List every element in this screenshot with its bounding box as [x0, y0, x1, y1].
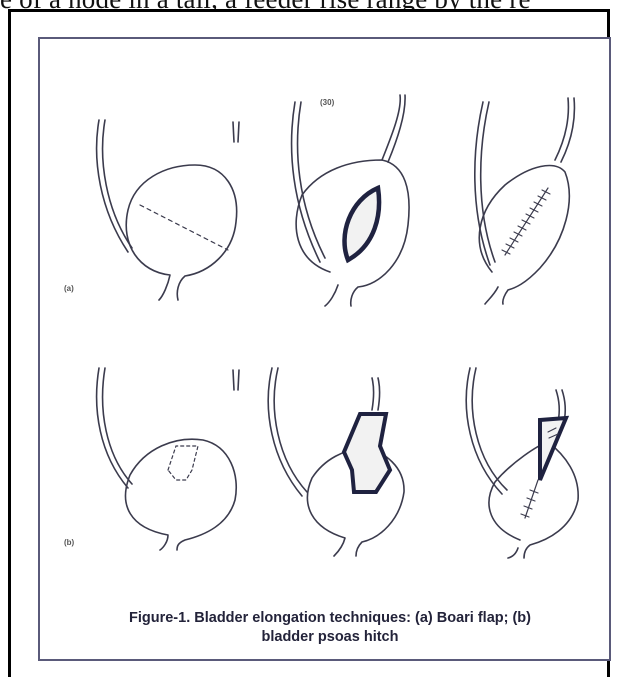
- ureter-left-b1: [97, 368, 128, 488]
- suture-line-b3: [525, 480, 538, 518]
- flap-window-a2: [345, 188, 380, 260]
- ureter-right-a2: [382, 95, 405, 162]
- boari-flap-step3: [475, 98, 575, 304]
- bladder-outline-b1: [126, 439, 237, 550]
- panel-label-top: (30): [320, 98, 334, 107]
- flap-outline-b1: [168, 446, 198, 480]
- ureter-left-a1-inner: [103, 120, 132, 248]
- ureter-stub-a1: [233, 122, 239, 142]
- ureter-right-a3: [555, 98, 574, 162]
- row-label-b: (b): [64, 538, 74, 547]
- row-label-a: (a): [64, 284, 74, 293]
- figure-caption-line2: bladder psoas hitch: [60, 628, 600, 647]
- ureter-left-b2: [268, 368, 302, 496]
- boari-flap-step2: [292, 95, 410, 306]
- flap-raised-b2: [344, 414, 390, 492]
- ureter-left-a2-inner: [298, 102, 325, 258]
- boari-flap-step1: [97, 120, 239, 300]
- ureter-left-b2-inner: [274, 368, 307, 492]
- ureter-left-b3: [466, 368, 502, 494]
- ureter-left-b3-inner: [472, 368, 507, 490]
- ureter-stub-b1: [233, 370, 239, 390]
- hitch-triangle-b3: [540, 418, 566, 480]
- figure-caption-line1: Figure-1. Bladder elongation techniques:…: [60, 609, 600, 628]
- bladder-outline-a3: [479, 166, 569, 304]
- incision-line-a1: [140, 205, 228, 250]
- ureter-left-b1-inner: [103, 368, 132, 484]
- psoas-hitch-step2: [268, 368, 404, 556]
- psoas-hitch-step3: [466, 368, 578, 558]
- ureter-right-b2: [372, 378, 380, 410]
- suture-stitches-a3: [502, 190, 550, 254]
- bladder-outline-a1: [126, 165, 236, 300]
- ureter-left-a3-inner: [481, 102, 495, 262]
- psoas-hitch-step1: [97, 368, 239, 550]
